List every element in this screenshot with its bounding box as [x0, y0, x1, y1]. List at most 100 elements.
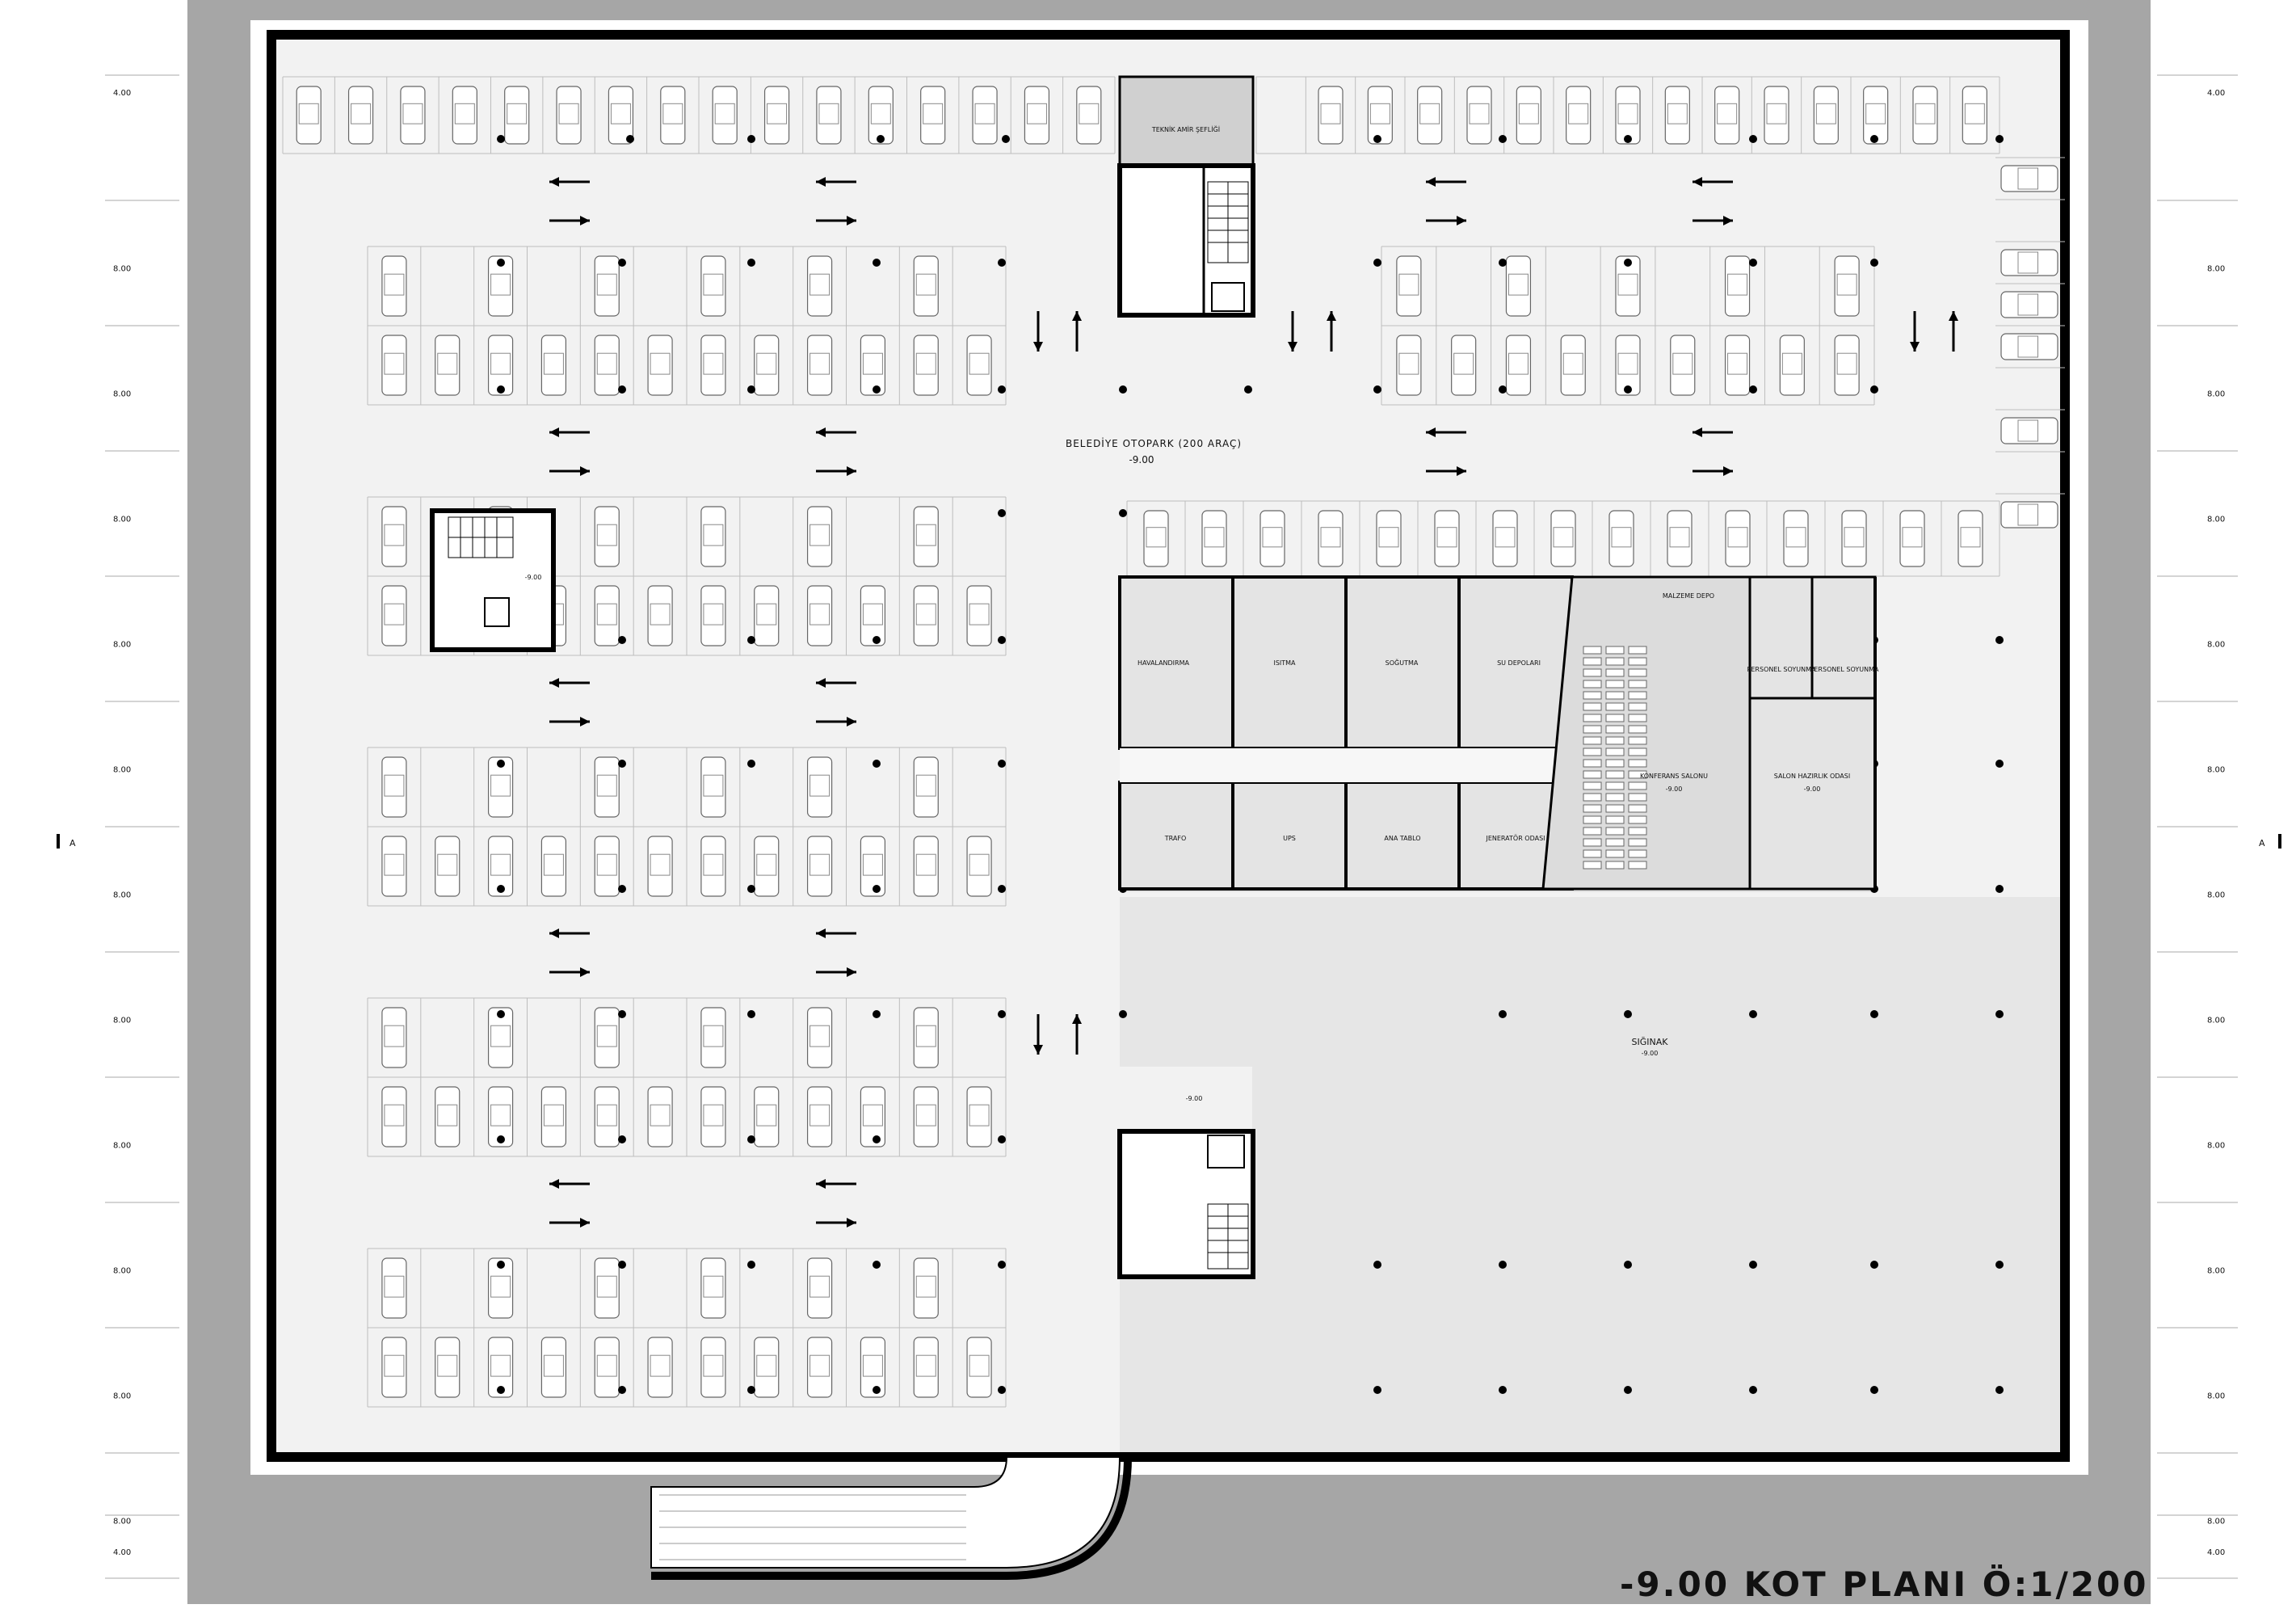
column [747, 259, 755, 267]
column [873, 385, 881, 394]
car-icon [1725, 510, 1751, 567]
dimension-value: 4.00 [113, 89, 131, 98]
dimension-value: 8.00 [2207, 641, 2225, 650]
car-icon [540, 1086, 567, 1147]
car-icon [647, 335, 673, 396]
car-icon [1779, 335, 1805, 396]
column [497, 1010, 505, 1018]
car-icon [594, 585, 620, 646]
car-icon [1466, 86, 1492, 145]
column [618, 385, 626, 394]
arrow-left-icon [1693, 177, 1733, 187]
car-icon [1505, 255, 1532, 317]
car-icon [1670, 335, 1696, 396]
ups-label: UPS [1283, 835, 1296, 842]
seat [1605, 668, 1625, 677]
column [1373, 259, 1381, 267]
column [998, 1135, 1006, 1143]
column [1749, 385, 1757, 394]
car-icon [972, 86, 998, 145]
west-stair-icon [448, 516, 514, 558]
car-icon [487, 335, 514, 396]
column [1499, 1261, 1507, 1269]
car-icon [913, 255, 939, 317]
column [873, 636, 881, 644]
car-icon [966, 1337, 992, 1398]
dimension-value: 8.00 [113, 1518, 131, 1526]
arrow-left-icon [1426, 177, 1466, 187]
traffic-arrows [549, 177, 1958, 1227]
car-icon [913, 836, 939, 897]
car-icon [487, 836, 514, 897]
dimension-value: 8.00 [2207, 766, 2225, 775]
car-icon [868, 86, 894, 145]
car-icon [435, 1086, 460, 1147]
arrow-left-icon [816, 1179, 856, 1189]
column [1995, 135, 2004, 143]
car-icon [435, 836, 460, 897]
heating-label: ISITMA [1273, 659, 1296, 667]
seat [1583, 691, 1602, 700]
car-icon [647, 1086, 673, 1147]
car-icon [381, 255, 407, 317]
car-icon [806, 1007, 833, 1068]
column [1749, 259, 1757, 267]
car-icon [1863, 86, 1889, 145]
column [1624, 135, 1632, 143]
column [497, 1135, 505, 1143]
column [747, 385, 755, 394]
column [1002, 135, 1010, 143]
seat [1583, 861, 1602, 870]
conference-seating [1583, 646, 1647, 870]
car-icon [913, 335, 939, 396]
arrow-left-icon [549, 177, 590, 187]
arrow-right-icon [549, 967, 590, 977]
car-icon [1912, 86, 1938, 145]
seat [1628, 702, 1647, 711]
arrow-left-icon [816, 929, 856, 938]
car-icon [1318, 510, 1344, 567]
seat [1605, 759, 1625, 768]
column [497, 1261, 505, 1269]
column [618, 1261, 626, 1269]
car-icon [913, 1337, 939, 1398]
dimension-value: 8.00 [113, 516, 131, 524]
dimension-value: 8.00 [2207, 265, 2225, 274]
south-core-level: -9.00 [1186, 1095, 1203, 1102]
technical-rooms [1118, 575, 1574, 891]
car-icon [1834, 335, 1860, 396]
seat [1583, 759, 1602, 768]
car-icon [1367, 86, 1393, 145]
arrow-up-icon [1072, 1014, 1082, 1055]
column [747, 636, 755, 644]
car-icon [487, 1257, 514, 1319]
seat [1628, 691, 1647, 700]
parking-level: -9.00 [1129, 454, 1154, 465]
parking-name: BELEDİYE OTOPARK (200 ARAÇ) [1066, 437, 1242, 449]
car-icon [1417, 86, 1443, 145]
arrow-left-icon [549, 427, 590, 437]
car-icon [487, 255, 514, 317]
dimension-value: 8.00 [2207, 390, 2225, 399]
column [747, 885, 755, 893]
seat [1628, 849, 1647, 858]
car-icon [1451, 335, 1477, 396]
car-icon [1962, 86, 1987, 145]
car-icon [1376, 510, 1402, 567]
car-icon [700, 255, 726, 317]
seat [1605, 725, 1625, 734]
car-icon [966, 585, 992, 646]
car-icon [2000, 501, 2058, 528]
car-icon [487, 1007, 514, 1068]
car-icon [1813, 86, 1839, 145]
column [1244, 385, 1252, 394]
left-dimension-strip [0, 0, 187, 1617]
car-icon [540, 335, 567, 396]
car-icon [1259, 510, 1285, 567]
seat [1605, 861, 1625, 870]
car-icon [2000, 333, 2058, 360]
shelter-label: SIĞINAK [1632, 1037, 1669, 1047]
car-icon [1566, 86, 1592, 145]
column [1870, 1386, 1878, 1394]
column [747, 135, 755, 143]
